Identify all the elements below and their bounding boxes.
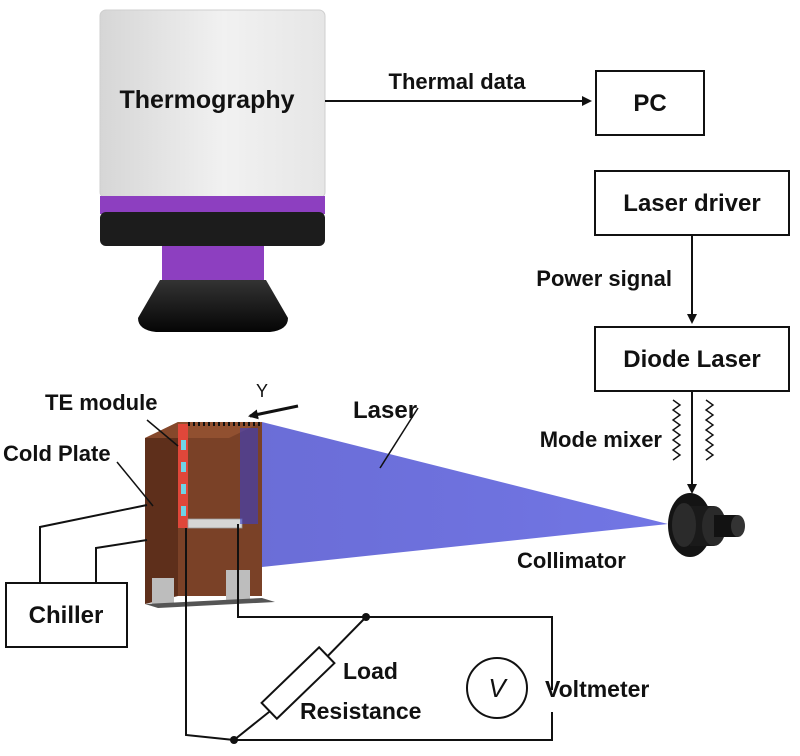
chiller-box: Chiller <box>5 582 128 648</box>
mode-mixer-coil-right <box>704 399 715 461</box>
thermal-data-label: Thermal data <box>389 69 527 94</box>
pc-label: PC <box>633 90 666 117</box>
laser-driver-box: Laser driver <box>594 170 790 236</box>
mode-mixer-label: Mode mixer <box>540 427 663 452</box>
cold-plate-side <box>145 422 178 604</box>
chiller-label: Chiller <box>29 602 104 629</box>
collimator <box>668 493 745 557</box>
foot-left <box>152 578 174 604</box>
laser-driver-label: Laser driver <box>623 190 760 217</box>
te-module-label: TE module <box>45 390 157 415</box>
chiller-tube-upper <box>39 504 148 583</box>
laser-leader-line <box>379 407 419 469</box>
load-resistor <box>260 645 336 721</box>
resistance-label: Resistance <box>300 698 421 724</box>
voltmeter: V <box>466 657 528 719</box>
power-signal-label: Power signal <box>536 266 672 291</box>
diode-laser-label: Diode Laser <box>623 346 760 373</box>
collimator-label: Collimator <box>517 548 626 573</box>
laser-label: Laser <box>353 397 417 424</box>
laser-beam <box>188 422 668 567</box>
camera-lens <box>138 280 288 332</box>
y-axis-label: Y <box>256 381 268 401</box>
y-direction-arrow <box>248 404 299 420</box>
load-label: Load <box>343 658 398 684</box>
voltmeter-symbol: V <box>488 673 508 703</box>
cold-plate-leader <box>116 461 154 507</box>
cold-plate-label: Cold Plate <box>3 441 111 466</box>
thermography-label: Thermography <box>119 86 294 114</box>
voltmeter-label: Voltmeter <box>545 676 649 702</box>
diode-laser-box: Diode Laser <box>594 326 790 392</box>
chiller-tube-lower <box>95 539 148 583</box>
te-strip-red <box>178 424 188 528</box>
thermography-camera: Thermography <box>99 9 326 332</box>
cold-plate-assembly <box>145 422 275 608</box>
mode-mixer-coil-left <box>671 399 682 461</box>
camera-purple-band <box>100 196 325 214</box>
camera-lens-collar <box>162 246 264 280</box>
pc-box: PC <box>595 70 705 136</box>
camera-black-base <box>100 212 325 246</box>
te-module-leader <box>146 419 179 447</box>
